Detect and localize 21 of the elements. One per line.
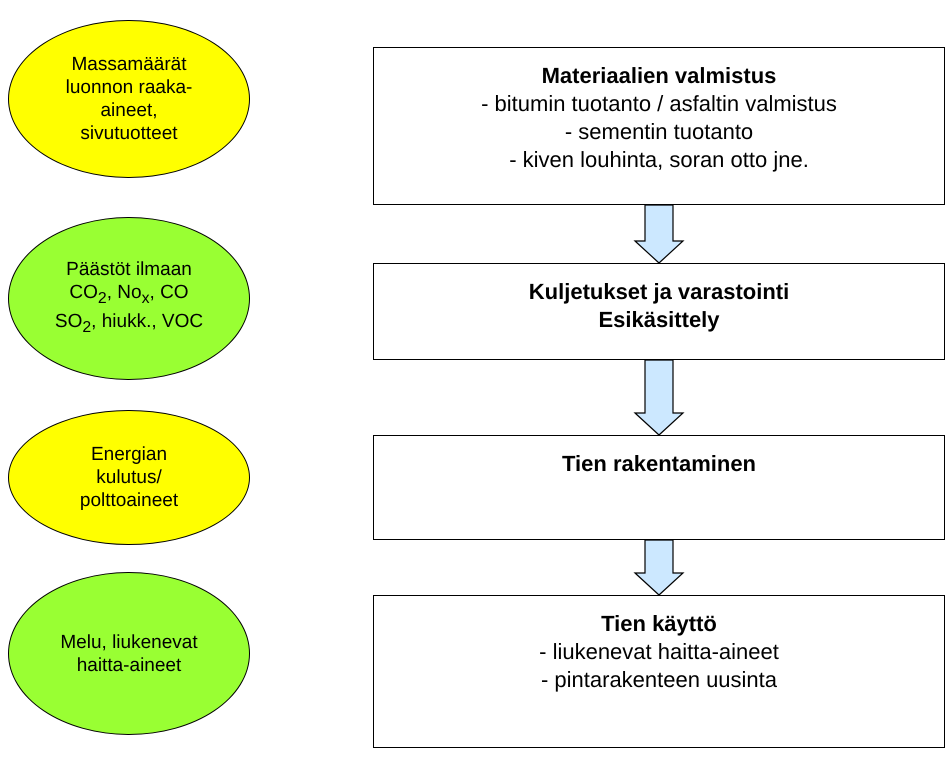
process-box	[373, 435, 945, 540]
block-arrow	[633, 359, 685, 436]
ellipse-text: Melu, liukenevat haitta-aineet	[59, 630, 199, 676]
block-arrow	[633, 204, 685, 264]
box-text: - kiven louhinta, soran otto jne.	[509, 146, 809, 174]
box-heading: Tien rakentaminen	[562, 450, 756, 478]
ellipse-text: Päästöt ilmaan CO$_{2}$, No$_{x}$, CO SO$_{2}$, hiukk., VOC	[54, 258, 204, 338]
process-box	[373, 47, 945, 205]
process-box	[373, 595, 945, 748]
box-heading: Tien käyttö	[601, 610, 717, 638]
ellipse-text: Energian kulutus/ polttoaineet	[78, 443, 180, 512]
process-box	[373, 263, 945, 360]
block-arrow	[633, 539, 685, 596]
box-text: - bitumin tuotanto / asfaltin valmistus	[481, 90, 837, 118]
box-heading: Esikäsittely	[598, 306, 720, 334]
box-text: - liukenevat haitta-aineet	[539, 638, 779, 666]
box-text: - pintarakenteen uusinta	[540, 666, 778, 694]
box-heading: Materiaalien valmistus	[542, 62, 776, 90]
box-text: - sementin tuotanto	[564, 118, 754, 146]
ellipse-text: Massamäärät luonnon raaka-aineet, sivutuotteet	[64, 53, 194, 145]
box-heading: Kuljetukset ja varastointi	[528, 278, 790, 306]
